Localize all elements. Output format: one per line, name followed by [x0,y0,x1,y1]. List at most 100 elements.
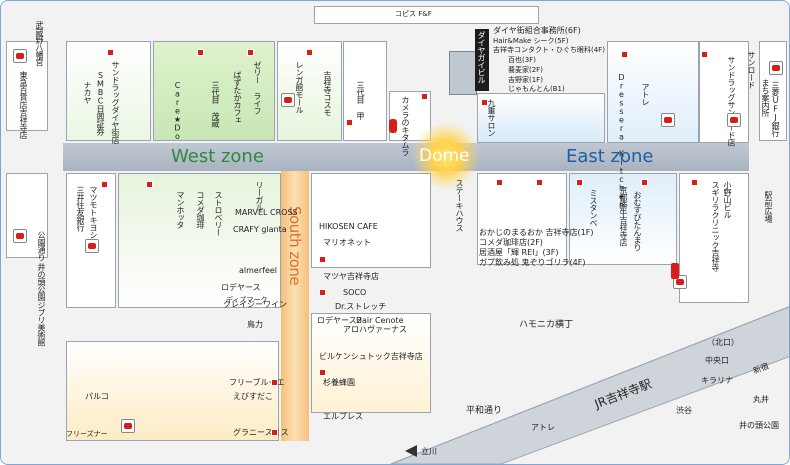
tachikawa-label: 立川 [421,447,437,456]
tenant-4: 蕎麦家(2F) [508,65,543,74]
south-left-1 [66,341,279,441]
west-shop-20: SOCO [343,288,367,297]
shop-pin [271,379,278,386]
west-shop-5: ばずたかカフェ [233,71,242,124]
marui-label: 丸井 [753,395,769,404]
west-shop-39: ディズマーク [226,296,268,304]
shibuya-label: 渋谷 [676,406,692,415]
west-shop-9: 三代目 甲 [356,81,365,120]
atm-icon-6 [661,113,675,127]
west-shop-11: 三井住友銀行 [76,186,85,231]
west-shop-1: SMBC日興証券 [96,71,105,135]
tenant-3: 百也(3F) [508,56,536,65]
east-shop-17: 京都勝牛吉祥寺店 [619,186,628,246]
atre-label: アトレ [531,423,555,432]
tenant-0: ダイヤ街組合事務所(6F) [493,26,581,35]
west-shop-8: 吉祥寺コスモ [323,71,332,116]
east-shop-7: 九重サロン [487,99,496,137]
west-shop-16: HIKOSEN CAFE [319,222,378,231]
west-shop-21: Dr.ストレッチ [335,302,387,311]
west-shop-3: Care★Do [173,81,182,141]
west-shop-36: マンホッタ [176,191,185,229]
west-shop-17: マリオネット [323,238,371,247]
west-shop-13: リーガル [255,181,264,211]
west-shop-27: フリーブルーエ [229,378,285,387]
shop-pin [621,51,628,58]
south-right-1 [311,313,431,413]
east-shop-9: 三菱UFJ銀行 [771,81,780,137]
west-block-3 [277,41,342,141]
copis-building: コピス F&F [314,6,539,24]
shop-pin [247,49,254,56]
shop-pin [319,369,326,376]
east-shop-11: おかじのまるおか 吉祥寺店(1F) [479,228,594,237]
east-shop-8: Dressera Kitchen [617,73,626,209]
west-block-2 [153,41,275,141]
shop-pin [346,119,353,126]
west-shop-4: 三代目 茂蔵 [211,81,220,127]
east-block-1 [477,93,605,143]
atm-icon-4 [281,93,295,107]
west-shop-14: MARVEL CROSS [235,208,298,217]
north-exit-label: （北口） [707,338,739,347]
atm-icon-7 [727,113,741,127]
east-lower-2 [569,173,677,265]
east-lower-3 [679,173,749,303]
west-shop-18: ロデヤース [221,283,261,292]
atm-icon-3 [85,239,99,253]
dome-label: Dome [419,146,470,166]
tenant-2: 吉祥寺コンタクト・ひぐち眼科(4F) [493,46,605,55]
koen-dori-label: 公園通り [37,231,46,261]
extinguisher-icon [389,119,397,133]
park-label: 井の頭公園 [37,263,46,301]
east-shop-10: アトレ [641,83,650,106]
west-shop-34: フリーズナー [66,430,108,438]
west-shop-38: ストロベリー [214,191,223,236]
tachikawa-arrow-icon [405,445,417,457]
west-shop-37: コメダ珈琲 [196,191,205,229]
main-arcade-bar [63,143,749,171]
west-shop-29: グラニースミス [233,428,289,437]
shop-pin [536,179,543,186]
west-shop-19: マツヤ吉祥寺店 [323,272,379,281]
west-shop-22: Hair Cenote [356,316,404,325]
sunroad-label: サンロード [747,51,756,89]
east-zone-label: East zone [566,146,654,167]
shop-pin [306,49,313,56]
east-lower-1 [477,173,567,265]
west-shop-7: レンガ館モール [295,61,304,114]
kirarina-label: キラリナ [701,376,733,385]
east-shop-14: ガブ飲み処 鬼ぞりゴリラ(4F) [479,258,586,267]
west-shop-28: えびすだこ [233,392,273,401]
east-shop-20: 小野山ビル [723,181,732,219]
atm-icon-5 [121,419,135,433]
tenant-1: Hair&Make シーク(5F) [493,36,569,45]
shop-pin [481,99,488,106]
west-shop-15: CRAFY glanta [233,225,287,234]
right-top-block [759,41,787,141]
heiwa-label: 平和通り [466,406,503,416]
left-mid-block [6,173,48,258]
inokashira-label: 井の頭公園 [739,421,779,430]
chuo-label: 中央口 [705,356,729,365]
shop-pin [641,179,648,186]
west-shop-33: パルコ [85,392,109,401]
east-shop-12: コメダ珈琲店(2F) [479,238,543,247]
daiyagai-label: ダイヤガイビル [477,31,486,84]
shop-pin [691,179,698,186]
shop-pin [107,49,114,56]
east-shop-16: ミスタンベ [589,189,598,227]
harmonica-label: ハモニカ横丁 [519,320,574,330]
south-street [281,171,309,441]
east-shop-18: おむすびたんまり [633,191,642,251]
west-shop-31: 杉養蜂園 [323,378,355,387]
west-shop-30: ビルケンシュトック吉祥寺店 [319,352,423,361]
east-shop-19: スギリラクリニック吉祥寺 [711,181,720,271]
daiyagai-sign [475,29,489,91]
atm-icon-2 [13,229,27,243]
south-zone-label: South zone [286,206,304,286]
shop-pin [576,179,583,186]
west-shop-26: 鳥力 [247,320,263,329]
